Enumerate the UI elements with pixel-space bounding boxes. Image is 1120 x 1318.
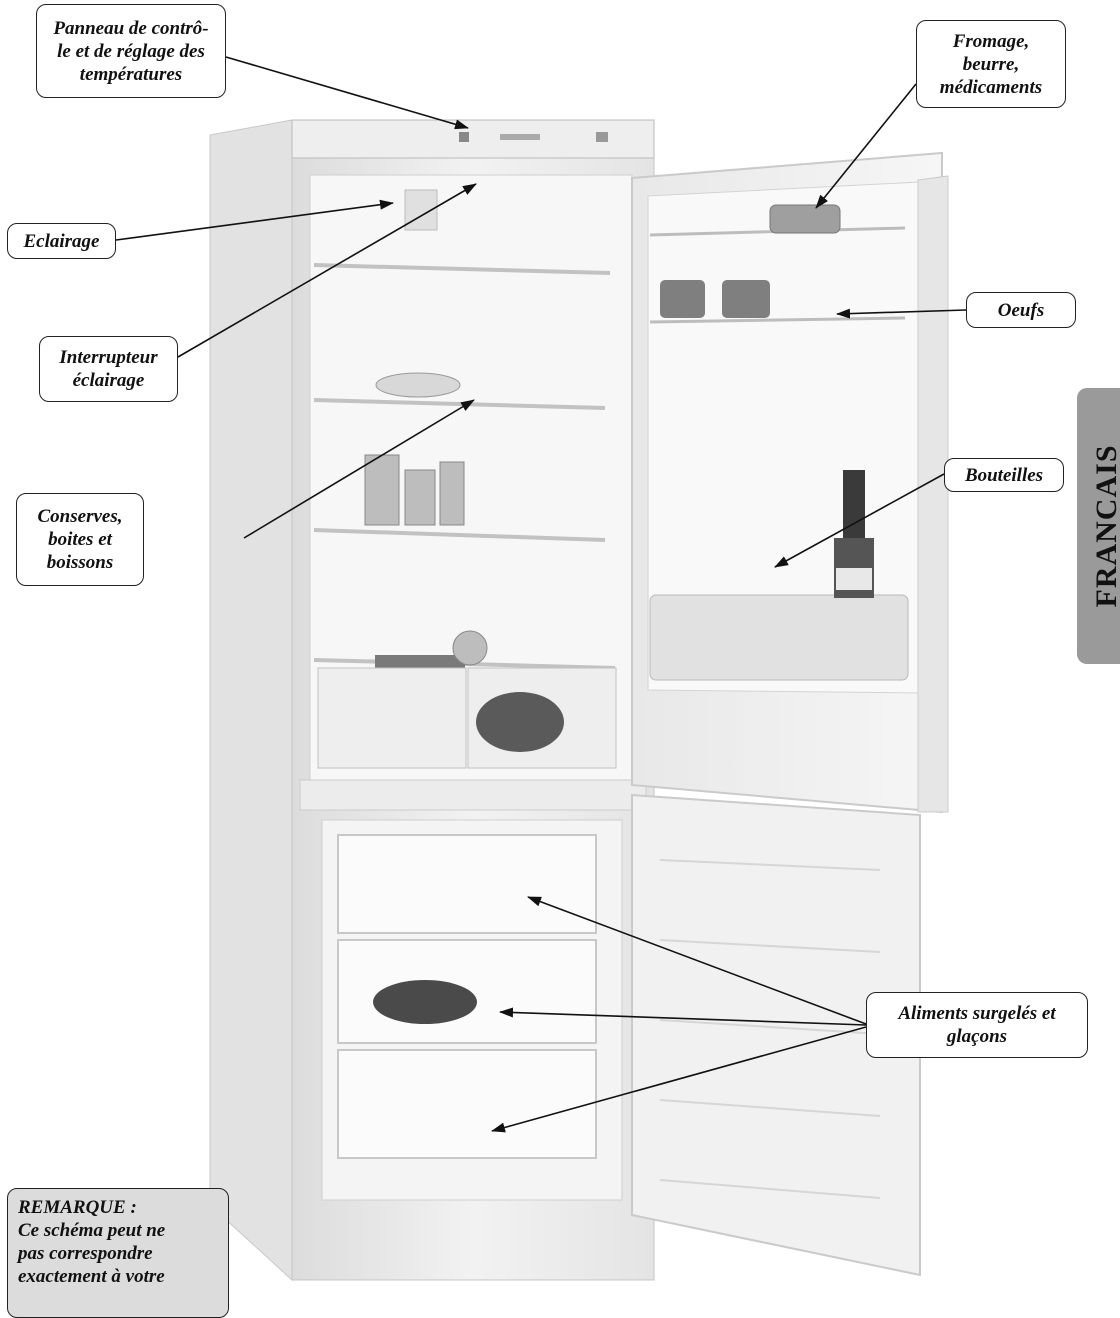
freezer-door-ribs (659, 859, 881, 1199)
wine-bottle (834, 470, 874, 598)
grapes (476, 692, 564, 752)
callout-bottles: Bouteilles (944, 458, 1064, 492)
note-text: REMARQUE : Ce schéma peut ne pas corresp… (18, 1197, 166, 1287)
leader-frozen-top (527, 896, 867, 1025)
control-panel-strip (291, 119, 655, 159)
callout-cans: Conserves, boites et boissons (16, 493, 144, 586)
callout-cans-text: Conserves, boites et boissons (37, 506, 123, 573)
leader-cans (243, 399, 475, 539)
note-box: REMARQUE : Ce schéma peut ne pas corresp… (7, 1188, 229, 1318)
leader-lines (115, 56, 967, 1133)
leader-eggs (836, 308, 967, 319)
callout-bottles-text: Bouteilles (964, 464, 1044, 486)
frozen-vegetables (373, 980, 477, 1024)
callout-lighting-text: Eclairage (23, 230, 100, 252)
leader-lighting (115, 199, 394, 241)
callout-frozen-text: Aliments surgelés et glaçons (898, 1003, 1056, 1047)
fridge-illustration (209, 119, 949, 1282)
control-panel-knob (596, 132, 608, 142)
leader-bottles (774, 473, 945, 568)
control-panel-display (500, 134, 540, 140)
freezer-door (631, 793, 921, 1277)
leader-frozen-bottom (491, 1026, 867, 1133)
callout-frozen: Aliments surgelés et glaçons (866, 992, 1088, 1058)
callout-cheese: Fromage, beurre, médicaments (916, 20, 1066, 108)
language-tab: FRANCAIS (1077, 388, 1120, 664)
fridge-side-panel (209, 119, 293, 1282)
callout-control-panel-text: Panneau de contrô- le et de réglage des … (53, 17, 209, 85)
language-tab-label: FRANCAIS (1090, 444, 1120, 608)
jars-and-cans (364, 454, 465, 526)
callout-control-panel: Panneau de contrô- le et de réglage des … (36, 4, 226, 98)
leader-cheese (815, 83, 917, 209)
leader-frozen-middle (499, 1007, 867, 1026)
leader-light-switch (177, 183, 477, 358)
callout-lighting: Eclairage (7, 223, 116, 259)
cheese-box (769, 204, 841, 234)
callout-cheese-text: Fromage, beurre, médicaments (939, 30, 1043, 98)
egg-tray (660, 280, 770, 318)
callout-light-switch: Interrupteur éclairage (39, 336, 178, 402)
control-panel-button (459, 132, 469, 142)
fruit (452, 630, 488, 666)
freezer-drawers (337, 834, 597, 1159)
door-gasket (917, 175, 949, 813)
callout-eggs: Oeufs (966, 292, 1076, 328)
bottle-tray (649, 594, 909, 681)
leader-control-panel (225, 56, 469, 130)
compartment-divider (299, 779, 647, 811)
callout-light-switch-text: Interrupteur éclairage (59, 347, 158, 391)
crisper-drawer-left (317, 667, 467, 769)
shelf-dish (375, 372, 461, 398)
callout-eggs-text: Oeufs (997, 299, 1045, 321)
